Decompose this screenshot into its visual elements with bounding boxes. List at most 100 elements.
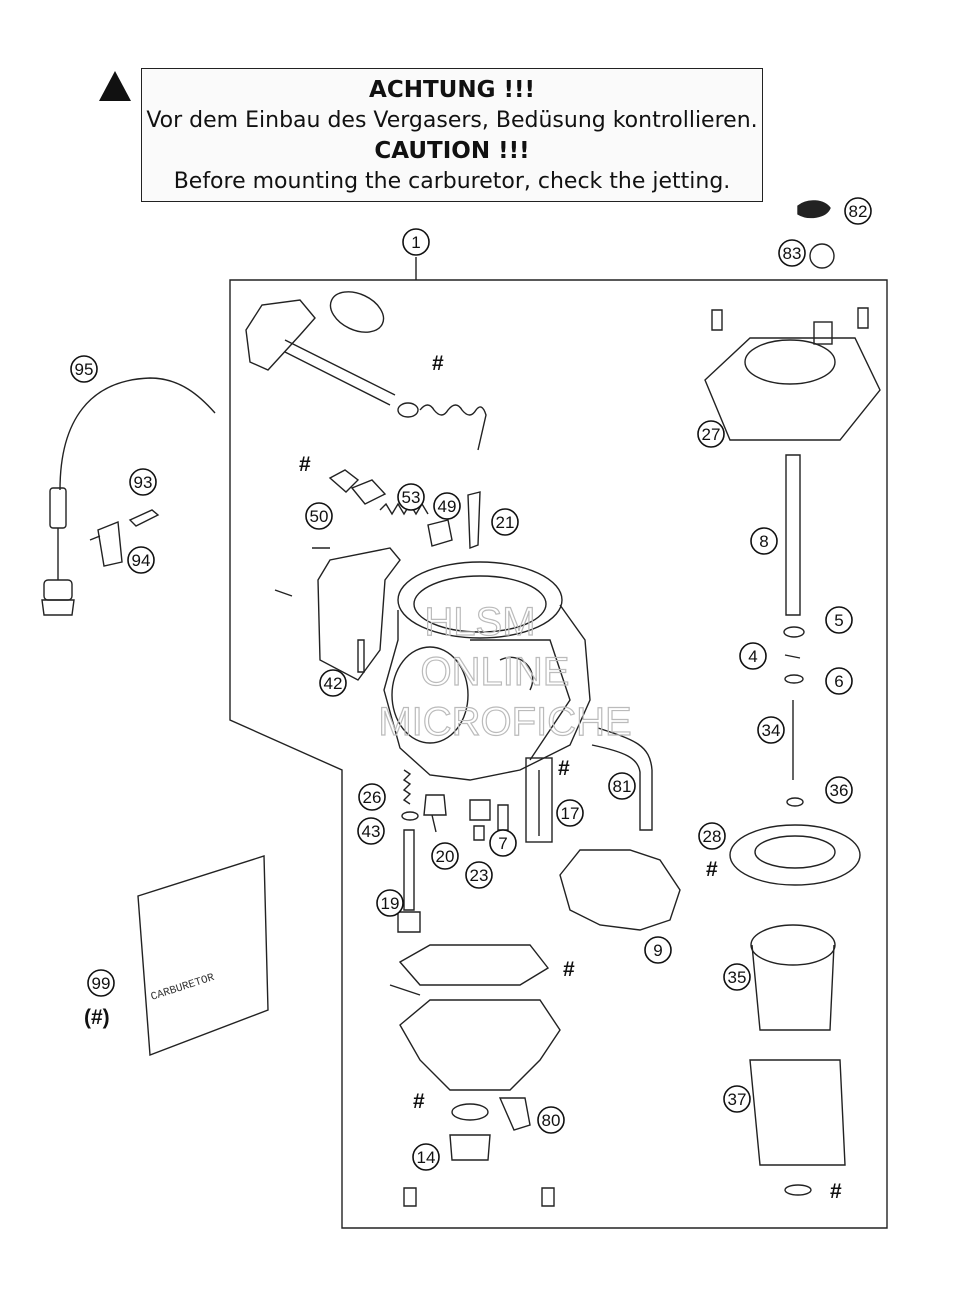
callout-6-label: 6: [834, 672, 843, 691]
float-bowl-part: [399, 999, 561, 1091]
callout-7-label: 7: [498, 834, 507, 853]
jet-23-part: [473, 825, 485, 841]
bag-label: CARBURETOR: [150, 972, 217, 1004]
callout-82-circle: [844, 197, 872, 225]
piston-35-part: [750, 924, 836, 966]
callout-4-label: 4: [748, 647, 757, 666]
svg-text:ONLINE: ONLINE: [421, 650, 570, 694]
spring-8-part: [785, 454, 801, 616]
caution-title-de: ACHTUNG !!!: [369, 77, 535, 103]
callout-83-circle: [778, 239, 806, 267]
washer-6-part: [784, 674, 804, 684]
callout-50-circle: [305, 502, 333, 530]
callout-27-label: 27: [702, 425, 721, 444]
callout-36-circle: [825, 776, 853, 804]
callout-5-circle: [825, 606, 853, 634]
callout-20-circle: [431, 842, 459, 870]
svg-text:MICROFICHE: MICROFICHE: [378, 700, 631, 744]
callout-19-circle: [376, 889, 404, 917]
callout-23-circle: [465, 861, 493, 889]
callout-17-label: 17: [561, 804, 580, 823]
bracket-part: [317, 547, 401, 681]
warning-triangle-icon: [99, 71, 131, 101]
jet-7-part: [497, 804, 509, 831]
svg-text:#: #: [558, 757, 570, 780]
caution-text-en: Before mounting the carburetor, check th…: [173, 169, 731, 194]
callout-28-label: 28: [703, 827, 722, 846]
callout-20-label: 20: [436, 847, 455, 866]
callout-17-circle: [556, 799, 584, 827]
callout-21-circle: [491, 508, 519, 536]
callout-8-circle: [750, 527, 778, 555]
screw-93-part: [128, 509, 160, 527]
washer-36-part: [786, 797, 804, 807]
caution-text-de: Vor dem Einbau des Vergasers, Bedüsung k…: [146, 108, 758, 133]
callout-26-label: 26: [363, 788, 382, 807]
callout-28-circle: [698, 822, 726, 850]
svg-text:#: #: [299, 453, 311, 476]
paren-hash-note: (#): [84, 1006, 110, 1029]
callout-35-circle: [723, 963, 751, 991]
bowl-screw-right-part: [541, 1187, 555, 1207]
bowl-plug-14-part: [449, 1134, 491, 1161]
callout-35-label: 35: [728, 968, 747, 987]
callout-42-label: 42: [324, 674, 343, 693]
callout-53-circle: [397, 483, 425, 511]
rod-21-part: [467, 491, 481, 549]
svg-text:#: #: [432, 352, 444, 375]
callout-80-circle: [537, 1106, 565, 1134]
callout-1-circle: [402, 228, 430, 256]
callout-81-label: 81: [613, 777, 632, 796]
assembly-frame: [229, 279, 888, 1229]
callout-37-circle: [723, 1085, 751, 1113]
tube-80-part: [498, 1097, 531, 1131]
callout-4-circle: [739, 642, 767, 670]
callout-81-circle: [608, 772, 636, 800]
screw-42-part: [357, 639, 365, 673]
hash-marks: # # # # # # #: [299, 352, 842, 1203]
callout-94-label: 94: [132, 551, 151, 570]
callout-5-label: 5: [834, 611, 843, 630]
seat-5-part: [783, 626, 805, 638]
callout-27-circle: [697, 420, 725, 448]
callout-42-circle: [319, 669, 347, 697]
holder-94-part: [97, 521, 123, 567]
housing-37-part: [749, 1059, 846, 1166]
callout-53-label: 53: [402, 488, 421, 507]
o-ring-part: [451, 1103, 489, 1121]
callout-49-circle: [433, 492, 461, 520]
callout-8-label: 8: [759, 532, 768, 551]
svg-text:#: #: [830, 1180, 842, 1203]
callout-49-label: 49: [438, 497, 457, 516]
needle-jet-20-part: [423, 794, 447, 833]
clip-4-part: [784, 654, 801, 659]
svg-text:HLSM: HLSM: [424, 600, 535, 644]
callout-95-circle: [70, 355, 98, 383]
callout-37-label: 37: [728, 1090, 747, 1109]
callout-93-label: 93: [134, 473, 153, 492]
parts-bag-99: [137, 855, 269, 1056]
washer-43-part: [401, 811, 419, 821]
callout-82-label: 82: [849, 202, 868, 221]
svg-text:#: #: [563, 958, 575, 981]
callout-83-label: 83: [783, 244, 802, 263]
clip-part: [797, 200, 831, 219]
callout-23-label: 23: [470, 866, 489, 885]
callout-43-circle: [357, 817, 385, 845]
callout-7-circle: [489, 829, 517, 857]
caution-box: ACHTUNG !!! Vor dem Einbau des Vergasers…: [141, 68, 763, 202]
needle-kit-17-part: [525, 757, 553, 843]
throttle-disc-part: [329, 291, 385, 333]
gasket-part: [398, 944, 550, 986]
callout-9-circle: [644, 936, 672, 964]
callout-21-label: 21: [496, 513, 515, 532]
callout-9-label: 9: [653, 941, 662, 960]
pilot-jet-part: [328, 469, 360, 493]
float-9-part: [559, 849, 681, 931]
callout-99-circle: [87, 969, 115, 997]
throttle-spring-part: [419, 404, 487, 451]
callout-34-label: 34: [762, 721, 781, 740]
spring-26-part: [402, 769, 412, 805]
